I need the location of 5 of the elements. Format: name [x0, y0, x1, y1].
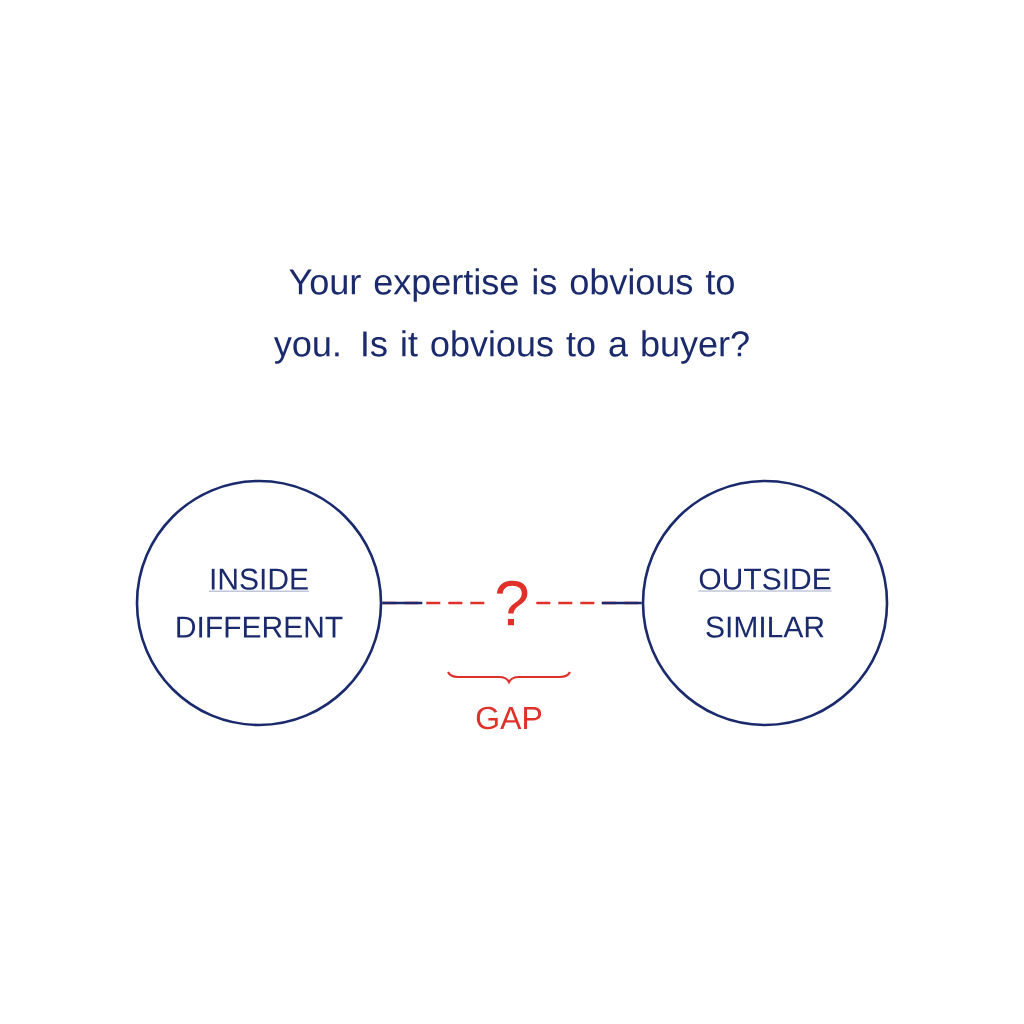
gap-label: GAP: [476, 706, 542, 730]
circle-node: INSIDE DIFFERENT: [135, 479, 383, 727]
edge-label: ?: [491, 577, 533, 629]
circle-node: OUTSIDE SIMILAR: [641, 479, 889, 727]
title: Your expertise is obvious to you. Is it obvious to a buyer?: [274, 268, 749, 364]
